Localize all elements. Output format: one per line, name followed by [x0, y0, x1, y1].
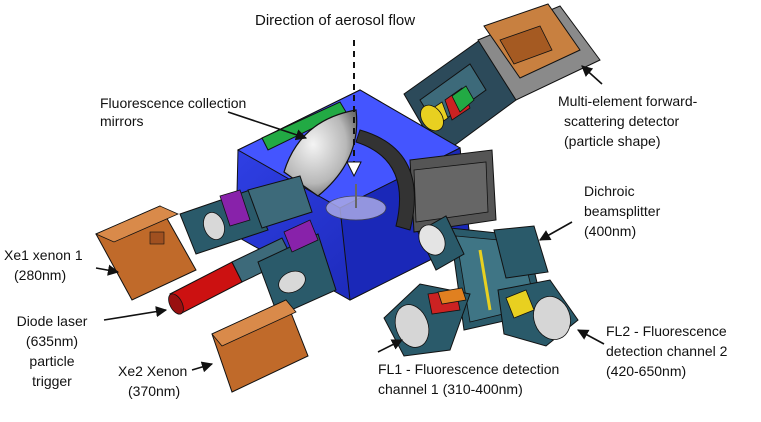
- label-xe2-2: (370nm): [128, 383, 181, 399]
- pointer-fl2: [577, 329, 605, 345]
- xe1-xenon-lamp: [95, 175, 313, 301]
- label-dichroic-1: Dichroic: [584, 183, 635, 199]
- label-xe1-1: Xe1 xenon 1: [4, 247, 83, 263]
- pointer-mirrors: [227, 111, 308, 141]
- aerosol-flow-arrow: [346, 40, 362, 178]
- label-mirrors-1: Fluorescence collection: [100, 95, 247, 111]
- label-forward-1: Multi-element forward-: [558, 93, 698, 109]
- xe2-xenon-lamp: [211, 219, 337, 393]
- label-aerosol-flow: Direction of aerosol flow: [255, 12, 416, 29]
- pointer-diode: [103, 306, 168, 321]
- pointer-xe1: [95, 264, 120, 276]
- label-forward-2: scattering detector: [564, 113, 680, 129]
- label-diode-1: Diode laser: [16, 313, 88, 329]
- label-diode-4: trigger: [32, 373, 72, 389]
- fluorescence-collection-mirrors: [261, 101, 387, 221]
- label-diode-3: particle: [29, 353, 75, 369]
- label-dichroic-3: (400nm): [584, 223, 637, 239]
- label-forward-3: (particle shape): [564, 133, 661, 149]
- label-xe2-1: Xe2 Xenon: [118, 363, 188, 379]
- fl2-detector: [497, 279, 579, 347]
- label-diode-2: (635nm): [25, 333, 79, 349]
- label-dichroic-2: beamsplitter: [584, 203, 661, 219]
- fl1-detector: [383, 283, 471, 357]
- label-xe1-2: (280nm): [14, 267, 67, 283]
- pointer-fl1: [377, 339, 404, 353]
- forward-scattering-detector: [403, 3, 601, 157]
- label-fl1-1: FL1 - Fluorescence detection: [378, 361, 560, 377]
- label-fl2-2: detection channel 2: [606, 343, 728, 359]
- label-fl2-1: FL2 - Fluorescence: [606, 323, 727, 339]
- pointer-dichroic: [539, 221, 573, 241]
- label-fl1-2: channel 1 (310-400nm): [378, 381, 523, 397]
- label-mirrors-2: mirrors: [100, 113, 144, 129]
- pointer-xe2: [191, 361, 214, 373]
- pointer-arrows: [95, 65, 605, 373]
- label-fl2-3: (420-650nm): [606, 363, 687, 379]
- pointer-forward-detector: [581, 65, 603, 85]
